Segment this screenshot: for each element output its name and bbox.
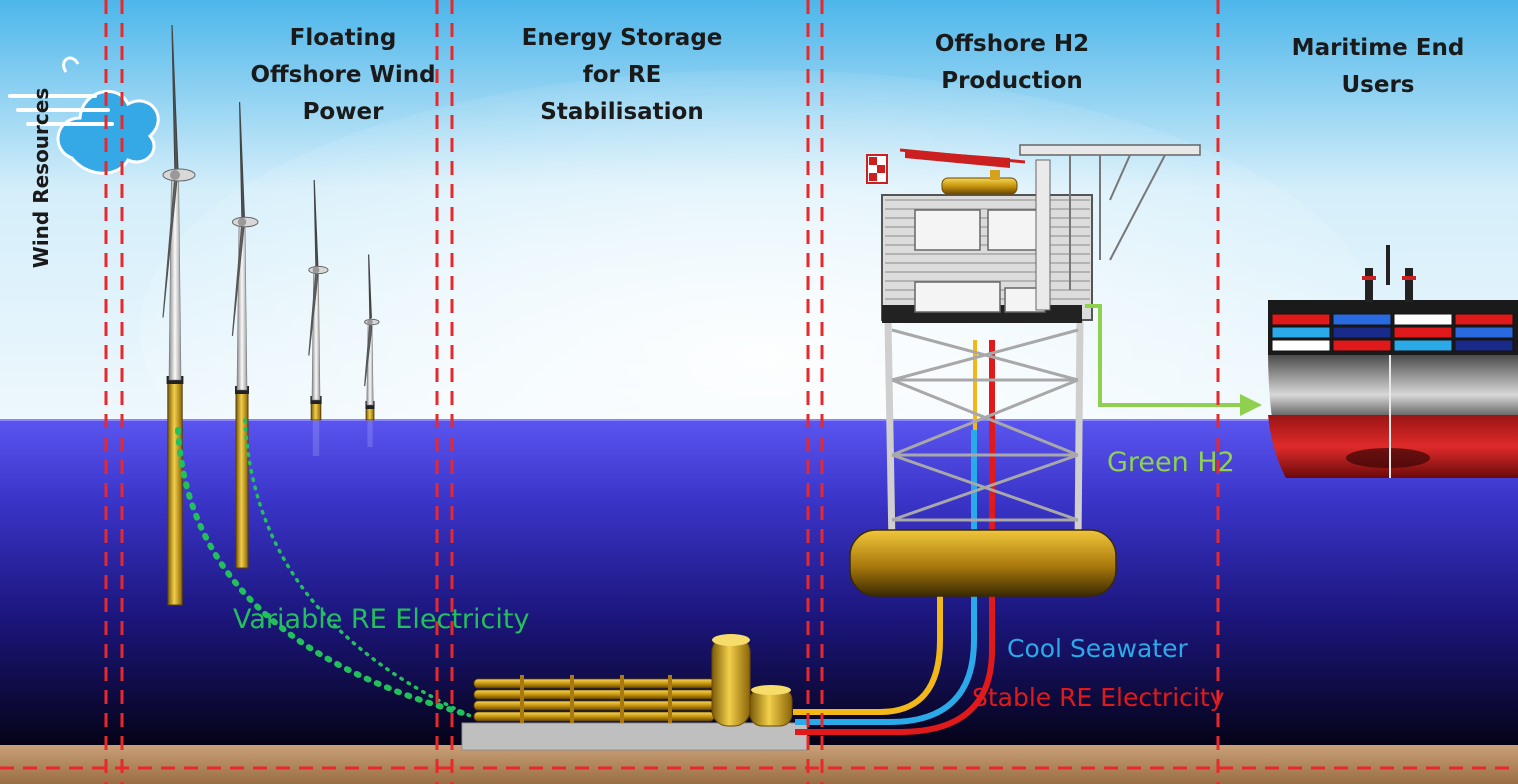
storage-tank-icon	[461, 634, 808, 751]
riser-pipes	[793, 340, 995, 735]
wind-turbine-icon	[231, 101, 259, 569]
green-h2-arrow	[1085, 304, 1262, 416]
wind-turbine-icon	[308, 179, 329, 456]
label-cool-seawater: Cool Seawater	[1007, 634, 1188, 663]
label-stable-re-electricity: Stable RE Electricity	[972, 683, 1225, 712]
header-wind-resources: Wind Resources	[29, 87, 53, 269]
seabed	[0, 745, 1518, 784]
wind-turbine-icon	[162, 24, 196, 606]
wind-cloud-icon	[8, 56, 160, 175]
variable-re-flow	[175, 418, 477, 720]
header-end-users: Maritime End Users	[1291, 35, 1465, 98]
header-h2-production: Offshore H2 Production	[934, 31, 1090, 94]
header-energy-storage: Energy Storage for RE Stabilisation	[521, 25, 723, 125]
offshore-platform-icon	[849, 144, 1201, 597]
wind-turbine-icon	[364, 254, 380, 447]
label-variable-re-electricity: Variable RE Electricity	[233, 604, 530, 635]
label-green-h2: Green H2	[1107, 447, 1235, 478]
header-floating-wind: Floating Offshore Wind Power	[250, 25, 436, 125]
floating-wind-turbines	[162, 24, 380, 606]
cargo-ship-icon	[1268, 245, 1518, 478]
